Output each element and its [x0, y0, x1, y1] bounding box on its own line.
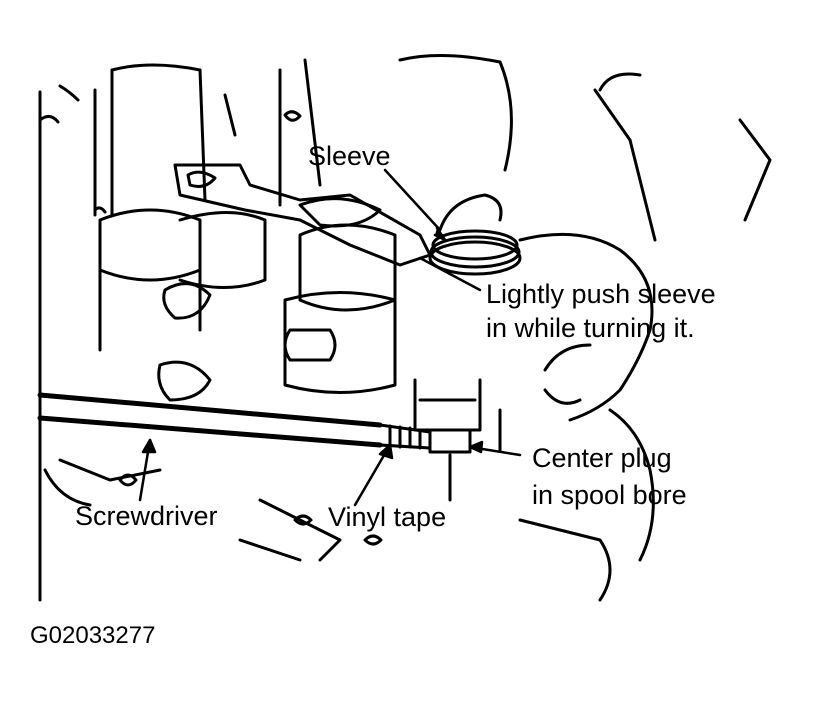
push-instruction-line2: in while turning it.: [486, 313, 695, 343]
spool-cylinders: [98, 208, 397, 394]
center-plug-label-line2: in spool bore: [532, 480, 687, 510]
screwdriver: [37, 392, 432, 450]
center-plug-label-line1: Center plug: [532, 443, 672, 473]
sleeve-leader: [383, 168, 442, 232]
valve-body-outline: [38, 53, 772, 602]
screwdriver-label: Screwdriver: [75, 501, 218, 531]
hand-outline: [498, 232, 655, 562]
vinyl-tape-label: Vinyl tape: [328, 502, 447, 532]
lower-body-outline: [38, 72, 642, 602]
push-instruction-line1: Lightly push sleeve: [486, 279, 716, 309]
sleeve-plate: [173, 163, 432, 267]
leader-lines: [138, 168, 522, 507]
sleeve-label: Sleeve: [308, 141, 391, 171]
push-leader: [418, 256, 482, 292]
figure-code: G02033277: [30, 622, 156, 649]
center-plug: [413, 378, 482, 502]
sleeve-rings: [428, 193, 522, 276]
